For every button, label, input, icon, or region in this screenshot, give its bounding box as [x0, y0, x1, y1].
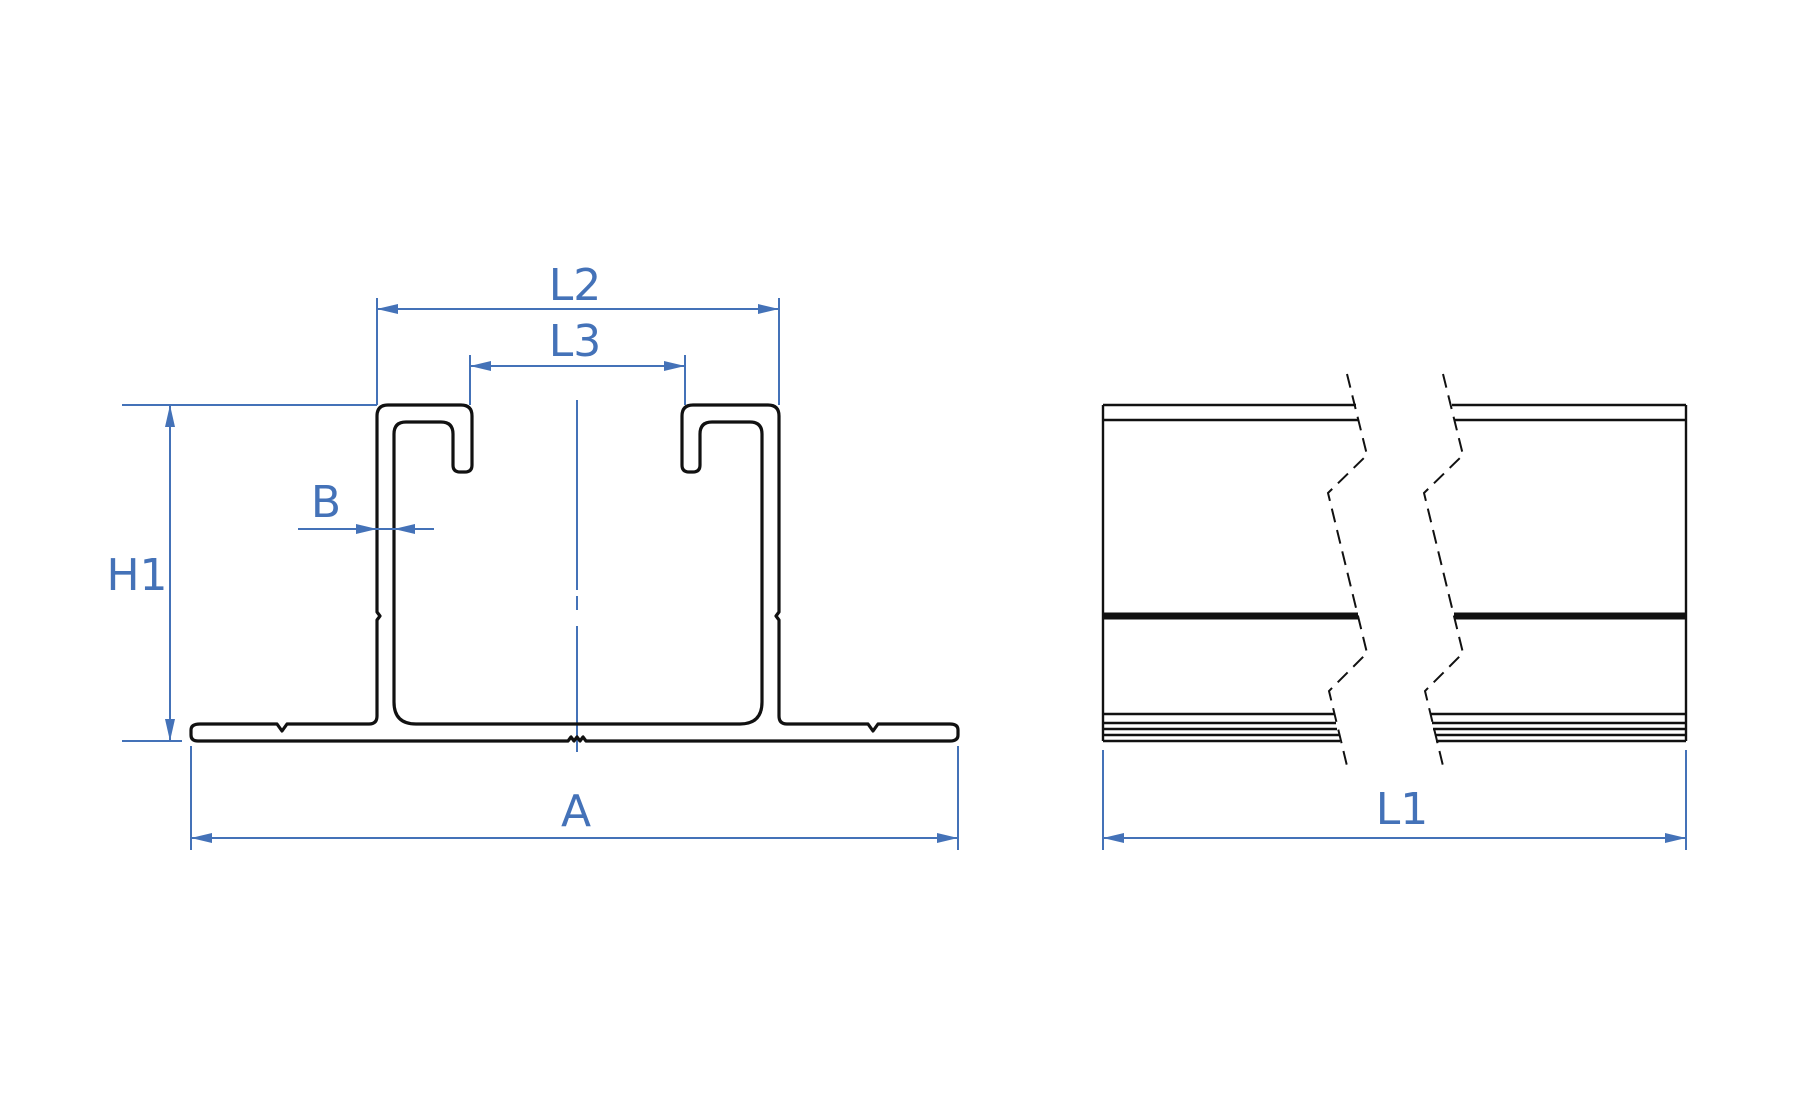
- side-view-right-segment: [1430, 403, 1688, 743]
- label-L2: L2: [549, 260, 602, 311]
- profile-outline: [189, 403, 960, 743]
- label-H1: H1: [106, 550, 167, 601]
- dimension-B: B: [298, 477, 434, 534]
- side-view-left-segment: [1101, 403, 1359, 743]
- label-L1: L1: [1376, 784, 1429, 835]
- dimension-A: A: [190, 746, 959, 850]
- dimension-H1: H1: [106, 404, 377, 742]
- dimension-L3: L3: [469, 316, 686, 405]
- label-B: B: [311, 477, 341, 528]
- label-A: A: [561, 786, 591, 837]
- dimension-L2: L2: [376, 260, 780, 405]
- dimension-L1: L1: [1102, 750, 1687, 850]
- label-L3: L3: [549, 316, 602, 367]
- cross-section-view: L2 L3 B H1: [106, 260, 960, 850]
- break-line-right: [1422, 373, 1465, 771]
- break-line-left: [1326, 373, 1369, 771]
- side-view: L1: [1101, 373, 1688, 850]
